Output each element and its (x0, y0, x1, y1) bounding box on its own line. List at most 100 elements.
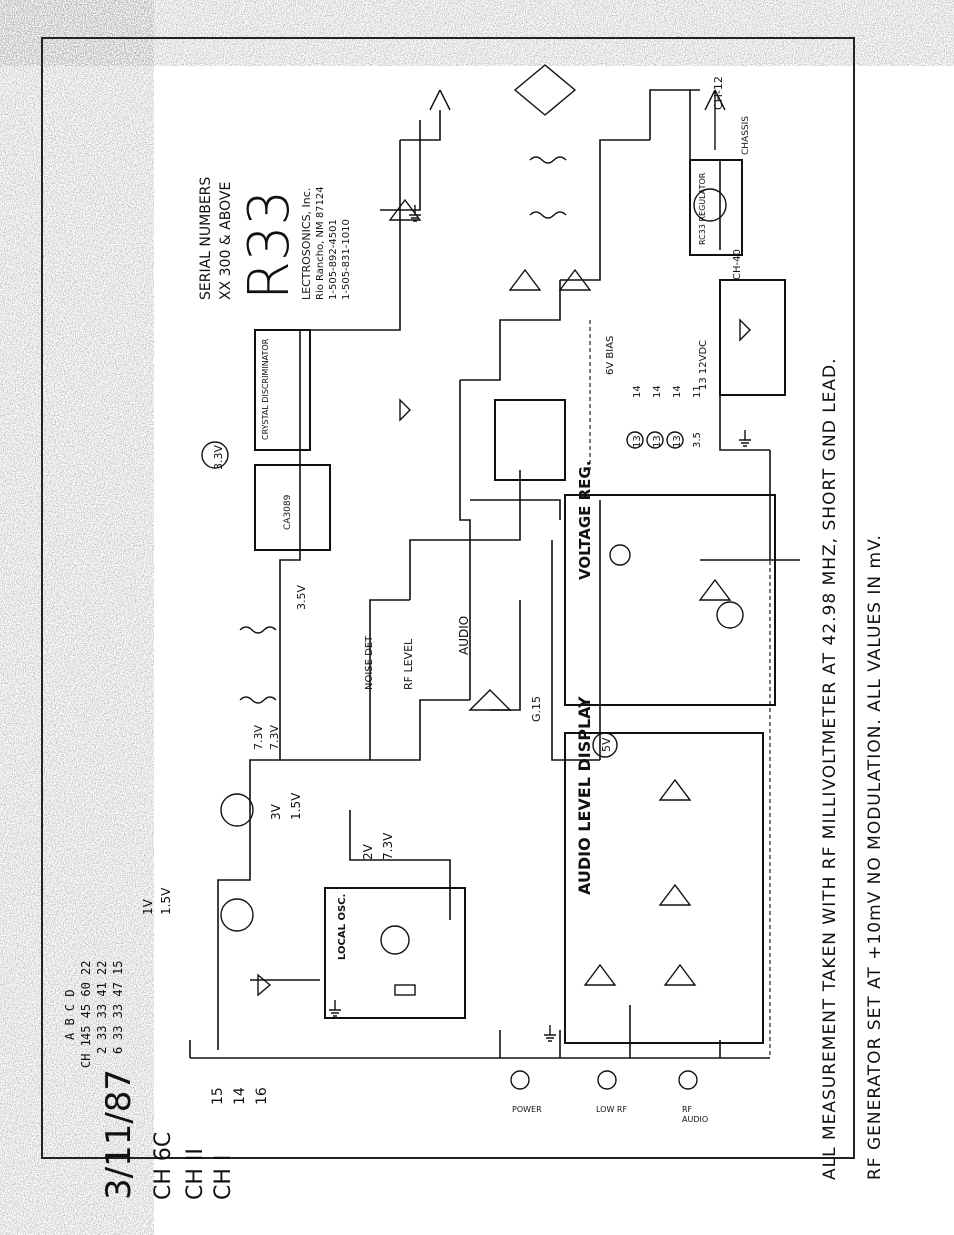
channel-table-row-ch: 2 (95, 1047, 109, 1054)
voltage-table-value: 14 (672, 385, 683, 398)
opamp-icon (468, 689, 512, 711)
title-block: SERIAL NUMBERS XX 300 & ABOVE R33 LECTRO… (198, 177, 352, 300)
model-title: R33 (237, 190, 302, 300)
voltage-reg-label: VOLTAGE REG. (576, 461, 594, 580)
transistor-reg-icon (693, 188, 727, 222)
channel-label-2: CH II (183, 1148, 208, 1200)
regulator-label: RC33 REGULATOR (698, 172, 707, 245)
bias-label: 6V BIAS (605, 336, 616, 375)
channel-label-1: CH 6C (151, 1132, 176, 1200)
chassis-label: CHASSIS (741, 116, 751, 155)
company-phone: 1-505-831-1010 (341, 219, 352, 300)
transistor-vreg-icon (716, 601, 744, 629)
audio-label: AUDIO (457, 616, 471, 655)
supply-label: 13 12VDC (698, 340, 709, 390)
test-point-icon (201, 441, 229, 469)
pin-label: 16 (254, 1087, 270, 1105)
voltage-label: 2V (361, 843, 375, 860)
header-notes: 3/11/87 CH 6C CH II CH I (99, 1069, 236, 1200)
opamp-icon (658, 883, 692, 906)
opamp-icon (698, 578, 732, 601)
supply-box (719, 279, 786, 396)
noise-det-label: NOISE DET (364, 635, 375, 690)
test-point-icon (646, 431, 664, 449)
block-boxes (254, 159, 786, 1044)
crystal-discriminator-box (254, 329, 311, 451)
voltage-reg-box (564, 494, 776, 706)
voltage-label: 1.5V (159, 887, 173, 915)
led-label: POWER (512, 1105, 542, 1114)
voltage-label: 7.3V (268, 725, 281, 750)
led-labels: POWER LOW RF RF AUDIO (512, 1105, 708, 1124)
antenna-label: CH-12 (712, 76, 725, 110)
voltage-label: 7.3V (252, 725, 265, 750)
channel-table-row-ch: CH 1 (79, 1039, 93, 1068)
coil-icon (239, 696, 277, 704)
serial-note-line1: SERIAL NUMBERS (198, 177, 214, 300)
company-address: Rio Rancho, NM 87124 (315, 186, 326, 300)
block-labels: AUDIO LEVEL DISPLAY VOLTAGE REG. LOCAL O… (261, 76, 751, 960)
led-label: AUDIO (682, 1115, 708, 1124)
opamp-icon (508, 268, 542, 291)
crystal-discriminator-label: CRYSTAL DISCRIMINATOR (261, 338, 270, 440)
coil-icon (529, 156, 567, 164)
schematic-border (41, 37, 855, 1159)
ground-symbols (329, 205, 751, 1042)
test-point-icon (666, 431, 684, 449)
transistor-osc-icon (380, 925, 410, 955)
local-osc-label: LOCAL OSC. (337, 894, 348, 960)
channel-table-header: A B C D (63, 989, 77, 1040)
bias-box (494, 399, 566, 481)
voltage-label: 5V (600, 737, 613, 752)
test-point-icon (626, 431, 644, 449)
voltage-table-value: 13 (652, 435, 663, 448)
company-name: LECTROSONICS, Inc. (300, 188, 313, 300)
ch40-label: CH-40 (732, 249, 743, 280)
components (201, 64, 751, 997)
antenna-icon (704, 89, 726, 150)
coil-icon (529, 211, 567, 219)
test-point-icon (592, 732, 618, 758)
coil-icon (239, 626, 277, 634)
channel-table-row: 45 45 60 22 (79, 961, 93, 1040)
pin-label: 15 (210, 1087, 226, 1105)
audio-level-display-box (564, 732, 764, 1044)
ic-chip (254, 464, 331, 551)
bridge-rectifier-icon (513, 64, 577, 116)
led-icon (597, 1070, 617, 1090)
local-osc-box (324, 887, 466, 1019)
input-pins: 15 14 16 (210, 1087, 270, 1105)
rf-level-label: RF LEVEL (402, 638, 415, 690)
test-annotations: 1V 1.5V 3V 1.5V 2V 7.3V 7.3V 7.3V 3.5V 3… (141, 385, 703, 915)
date-text: 3/11/87 (99, 1069, 139, 1200)
led-row (510, 1070, 698, 1090)
diode-icon (399, 398, 411, 422)
channel-table-row-ch: 6 (111, 1047, 125, 1054)
crystal-icon (394, 984, 416, 996)
voltage-label: 3V (269, 803, 283, 820)
led-label: LOW RF (596, 1105, 627, 1114)
company-phone: 1-505-892-4501 (328, 219, 339, 300)
voltage-label: 3.5V (295, 585, 308, 610)
voltage-table-value: 3.5 (692, 432, 703, 448)
voltage-table-value: 11 (692, 385, 703, 398)
voltage-label: 7.3V (381, 832, 395, 860)
serial-note-line2: XX 300 & ABOVE (218, 182, 234, 300)
gain-label: G.15 (530, 696, 543, 722)
channel-table-row: 33 33 47 15 (111, 961, 125, 1040)
voltage-label: 1V (141, 898, 155, 915)
led-icon (678, 1070, 698, 1090)
voltage-table-value: 13 (672, 435, 683, 448)
transistor-t2-icon (220, 793, 254, 827)
opamp-icon (388, 198, 422, 221)
audio-level-display-label: AUDIO LEVEL DISPLAY (575, 696, 594, 895)
channel-label-3: CH I (211, 1155, 236, 1200)
voltage-table-value: 13 (632, 435, 643, 448)
antenna-icon (429, 89, 451, 111)
footer-note-1: ALL MEASUREMENT TAKEN WITH RF MILLIVOLTM… (820, 357, 840, 1180)
transistor-icon (609, 544, 631, 566)
section-dividers (589, 320, 771, 1058)
ic-label: CA3089 (283, 494, 293, 530)
diode-icon (739, 318, 751, 342)
diode-icon (257, 973, 272, 997)
